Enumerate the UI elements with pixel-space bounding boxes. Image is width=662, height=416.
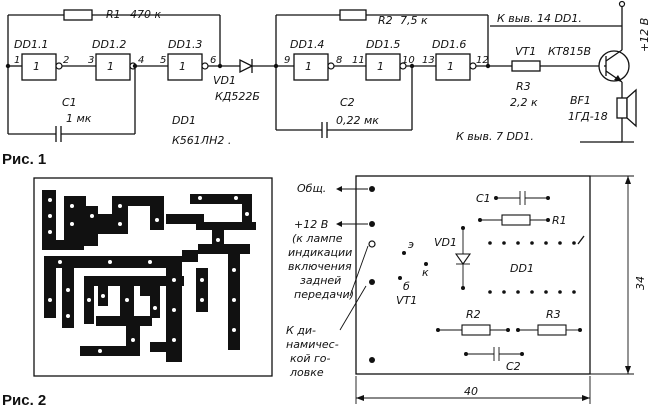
gate-symbol: 1 [107,60,114,73]
vd1-type: КД522Б [215,90,260,103]
c2-label: C2 [506,360,521,373]
c1-value: 1 мк [66,112,92,125]
gate-dd13 [167,53,203,81]
pin-9: 9 [284,55,290,66]
dd1-label: DD1 [172,114,196,127]
pin-5: 5 [160,55,166,66]
pin7-note: К выв. 7 DD1. [456,130,534,143]
vt1-k-label: к [422,266,429,279]
c1-label: C1 [476,192,491,205]
fig1-caption: Рис. 1 [2,151,46,168]
resistor-r2 [339,9,367,21]
r1-label: R1 [552,214,567,227]
head-note-4: ловке [289,366,324,379]
dd1-label: DD1 [510,262,534,275]
gate-symbol: 1 [179,60,186,73]
dd15-label: DD1.5 [366,38,400,51]
r1-label: R1 [106,8,121,21]
lamp-note-1: (к лампе [292,232,343,245]
dd13-label: DD1.3 [168,38,202,51]
r2-value: 7,5 к [400,14,428,27]
vt1-label: VT1 [515,45,536,58]
fig2-caption: Рис. 2 [2,392,46,409]
schematic: R1 470 к DD1.1 DD1.2 DD1.3 1 1 1 1 2 3 4… [2,0,651,168]
vd1-label: VD1 [213,74,236,87]
pin-4: 4 [138,55,144,66]
dd16-label: DD1.6 [432,38,466,51]
vt1-type: КТ815В [548,45,591,58]
vt1-label: VT1 [396,294,417,307]
vd1-label: VD1 [434,236,457,249]
c1-label: C1 [62,96,77,109]
r2-label: R2 [466,308,481,321]
lamp-note-2: индикации [288,246,352,259]
r3-value: 2,2 к [510,96,538,109]
head-note-1: К ди- [286,324,316,337]
bf1-type: 1ГД-18 [568,110,608,123]
gate-symbol: 1 [305,60,312,73]
bf1-label: BF1 [570,94,591,107]
vt1-e-label: э [408,238,414,251]
speaker-bf1 [616,97,628,119]
dd12-label: DD1.2 [92,38,126,51]
gate-symbol: 1 [377,60,384,73]
pin-10: 10 [402,55,415,66]
pin-3: 3 [88,55,94,66]
dim-height: 34 [634,276,647,290]
dim-width: 40 [464,385,478,398]
diode-vd1 [239,58,254,74]
r1-value: 470 к [130,8,161,21]
vt1-b-label: б [403,280,410,293]
gate-dd15 [365,53,401,81]
pin-2: 2 [63,55,69,66]
gate-dd14 [293,53,329,81]
lamp-note-5: передачи) [294,288,354,301]
supply-label: +12 В [638,18,651,52]
pin-8: 8 [336,55,342,66]
resistor-r3 [511,60,541,72]
gnd-label: Общ. [297,182,326,195]
pin-13: 13 [422,55,435,66]
lamp-note-3: включения [288,260,352,273]
r3-label: R3 [546,308,561,321]
dd1-type: К561ЛН2 . [172,134,231,147]
head-note-3: кой го- [290,352,331,365]
dd14-label: DD1.4 [290,38,324,51]
pcb-components: Общ. +12 В (к лампе индикации включения … [286,175,647,404]
c2-value: 0,22 мк [336,114,379,127]
pin-1: 1 [14,55,20,66]
pin-12: 12 [476,55,489,66]
pcb-traces: Рис. 2 [2,177,273,409]
plus12-label: +12 В [294,218,328,231]
c2-label: C2 [340,96,355,109]
pin-11: 11 [352,55,365,66]
gate-symbol: 1 [33,60,40,73]
r2-label: R2 [378,14,393,27]
pin-6: 6 [210,55,216,66]
gate-symbol: 1 [447,60,454,73]
resistor-r1 [63,9,93,21]
pin14-note: К выв. 14 DD1. [497,12,582,25]
head-note-2: намичес- [286,338,339,351]
r3-label: R3 [516,80,531,93]
dd11-label: DD1.1 [14,38,48,51]
lamp-note-4: задней [300,274,341,287]
